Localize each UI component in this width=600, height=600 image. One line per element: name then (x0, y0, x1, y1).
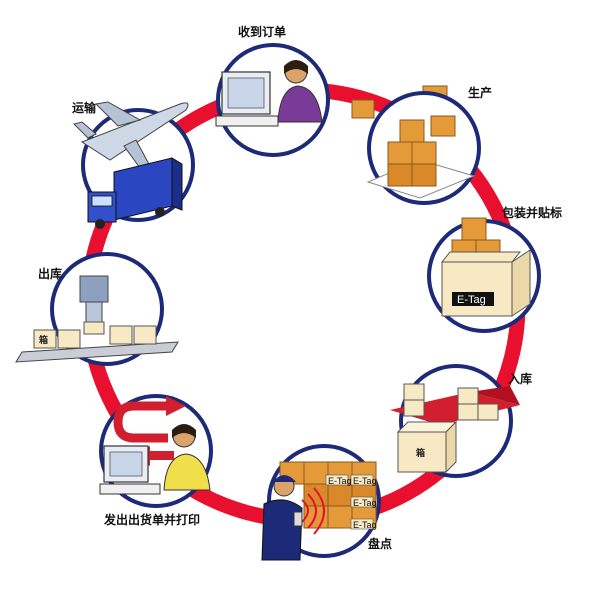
etag-text-inv-2: E-Tag (353, 476, 377, 486)
etag-text-inv-1: E-Tag (328, 476, 352, 486)
step-inventory: E-Tag E-Tag E-Tag E-Tag (261, 444, 381, 561)
etag-text-pack: E-Tag (457, 294, 486, 306)
open-box-icon (440, 217, 531, 317)
step-transport (73, 101, 195, 229)
label-inventory: 盘点 (368, 536, 392, 551)
conveyor-icon (15, 275, 179, 363)
label-transport: 运输 (72, 100, 97, 115)
label-receive-order: 收到订单 (238, 24, 286, 39)
label-stock-out: 出库 (38, 266, 62, 281)
operator-icon (277, 60, 323, 123)
step-receive-order (215, 43, 330, 157)
step-pack-label: E-Tag (427, 217, 541, 333)
step-production (351, 85, 481, 205)
box-stack-icon (366, 115, 476, 199)
etag-label-black (452, 292, 494, 306)
big-box-icon (396, 420, 458, 474)
truck-icon (87, 157, 183, 229)
arrow-in-icon (390, 386, 520, 425)
step-issue-print (99, 394, 213, 508)
etag-text-inv-4: E-Tag (353, 520, 377, 530)
step-stock-in: 箱 (390, 364, 520, 478)
scanner-waves-icon (301, 487, 325, 535)
step-stock-out: 箱 (15, 252, 179, 366)
label-stock-in: 入库 (508, 371, 532, 386)
computer-icon (215, 71, 279, 127)
label-pack-label: 包装并贴标 (501, 205, 562, 220)
label-issue-print: 发出出货单并打印 (103, 512, 200, 527)
box-char-stock-out: 箱 (39, 334, 48, 346)
worker-icon (261, 475, 303, 561)
label-production: 生产 (468, 85, 492, 100)
box-char-stock-in: 箱 (416, 447, 425, 459)
operator-icon-2 (163, 424, 211, 491)
airplane-icon (73, 101, 189, 169)
etag-text-inv-3: E-Tag (353, 498, 377, 508)
computer-icon-2 (99, 445, 161, 495)
